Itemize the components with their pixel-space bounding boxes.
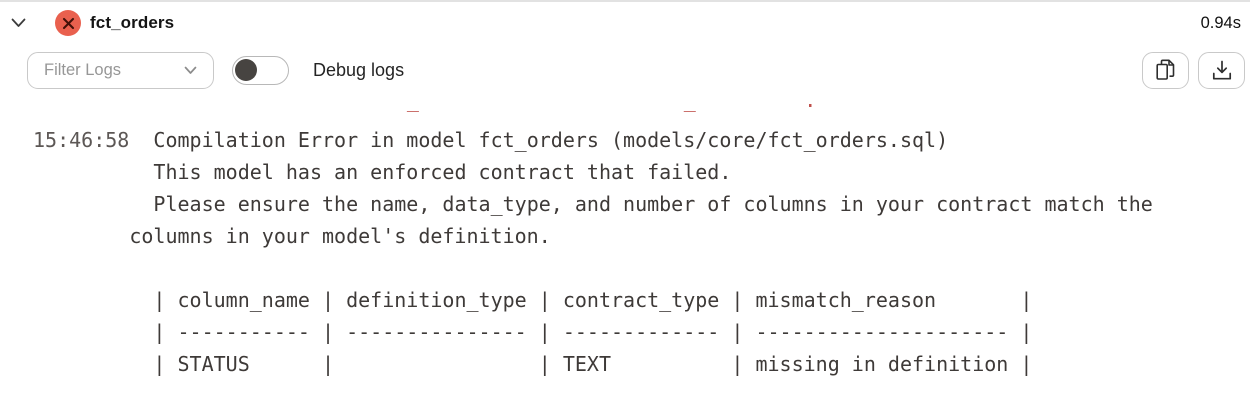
log-timestamp: 15:46:58 [33, 128, 130, 152]
download-logs-button[interactable] [1198, 51, 1245, 89]
copy-icon [1155, 59, 1174, 80]
clipped-red-log-fragment: _ _ . [154, 104, 1250, 112]
toolbar-right-group [1142, 51, 1245, 89]
log-scroll-area[interactable]: _ _ . 15:46:58 Compilation Error in mode… [0, 96, 1250, 406]
log-panel-header: fct_orders 0.94s [0, 2, 1250, 44]
debug-logs-toggle[interactable] [232, 55, 289, 85]
debug-logs-label: Debug logs [313, 59, 405, 80]
log-entry: 15:46:58 Compilation Error in model fct_… [0, 124, 1250, 380]
toggle-knob [235, 58, 257, 81]
log-toolbar: Filter Logs Debug logs [0, 46, 1250, 94]
chevron-down-icon [184, 66, 197, 74]
error-status-icon [55, 10, 81, 36]
run-duration: 0.94s [1200, 13, 1241, 32]
filter-logs-label: Filter Logs [44, 60, 122, 79]
model-name: fct_orders [90, 13, 175, 32]
filter-logs-dropdown[interactable]: Filter Logs [27, 51, 214, 89]
clipped-red-log-line: _ _ . [0, 104, 1250, 112]
copy-logs-button[interactable] [1142, 51, 1189, 89]
chevron-down-icon[interactable] [7, 12, 29, 34]
toolbar-left-group: Filter Logs Debug logs [27, 51, 405, 89]
download-icon [1212, 60, 1231, 80]
log-message: Compilation Error in model fct_orders (m… [129, 128, 1153, 376]
